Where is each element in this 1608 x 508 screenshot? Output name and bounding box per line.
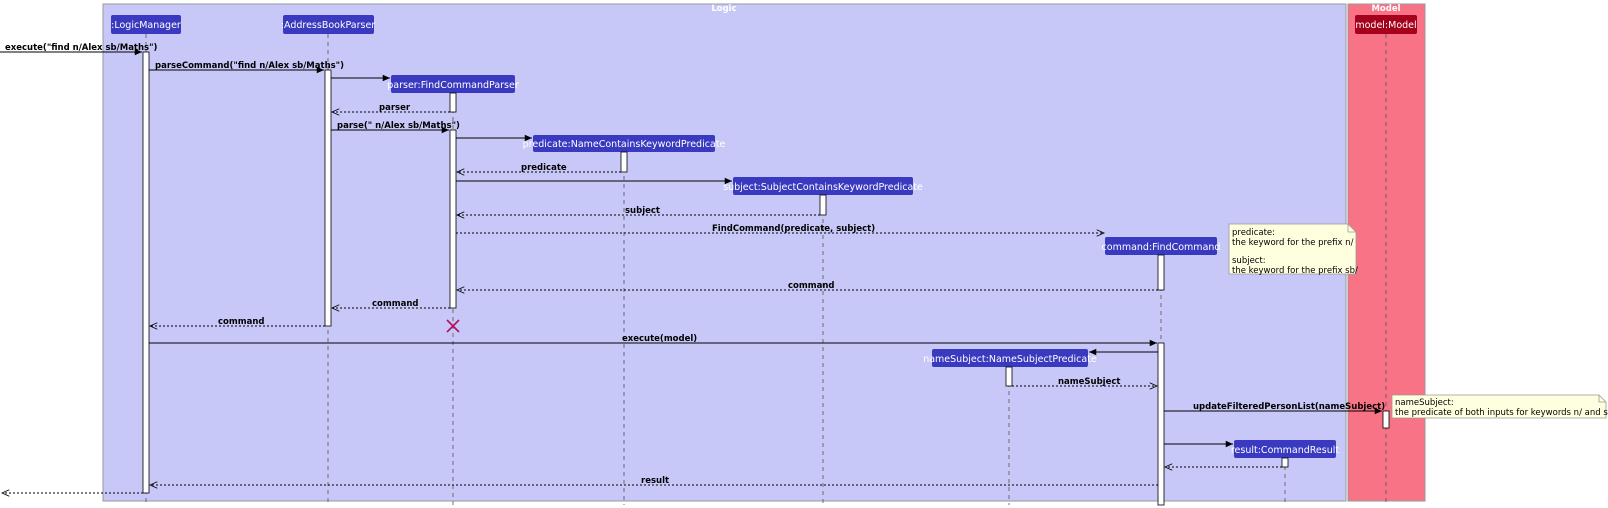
activation-logic-manager <box>142 51 150 494</box>
svg-text::LogicManager: :LogicManager <box>111 20 181 31</box>
activation-name-subject-predicate <box>1005 366 1013 387</box>
note-model: nameSubject: the predicate of both input… <box>1391 394 1608 419</box>
label-return-result: result <box>641 476 669 486</box>
svg-text:model:Model: model:Model <box>1355 20 1416 31</box>
label-execute-input: execute("find n/Alex sb/Maths") <box>5 43 158 53</box>
label-return-command-1: command <box>788 281 834 291</box>
label-update-filtered: updateFilteredPersonList(nameSubject) <box>1193 402 1385 412</box>
activation-model <box>1382 410 1390 429</box>
logic-group-label: Logic <box>711 4 736 14</box>
activation-address-book-parser <box>324 69 332 327</box>
label-parse-command: parseCommand("find n/Alex sb/Maths") <box>155 61 344 71</box>
activation-subject-predicate <box>819 194 827 216</box>
activation-name-predicate <box>620 151 628 173</box>
note-find-command-line2: the keyword for the prefix n/ <box>1232 238 1354 248</box>
label-execute-model: execute(model) <box>622 334 697 344</box>
participant-name-subject-predicate: nameSubject:NameSubjectPredicate <box>923 349 1097 367</box>
activations <box>142 51 1390 506</box>
svg-text:result:CommandResult: result:CommandResult <box>1231 445 1340 456</box>
participant-subject-predicate: subject:SubjectContainsKeywordPredicate <box>723 177 923 195</box>
label-return-command-2: command <box>372 299 418 309</box>
participant-command-result: result:CommandResult <box>1231 440 1340 458</box>
label-create-find-command: FindCommand(predicate, subject) <box>712 224 875 234</box>
svg-text:predicate:NameContainsKeywordP: predicate:NameContainsKeywordPredicate <box>523 139 726 150</box>
participant-address-book-parser: :AddressBookParser <box>281 15 376 34</box>
svg-text:command:FindCommand: command:FindCommand <box>1102 242 1221 253</box>
messages <box>0 48 1382 493</box>
label-return-predicate: predicate <box>521 163 567 173</box>
svg-text:subject:SubjectContainsKeyword: subject:SubjectContainsKeywordPredicate <box>723 182 923 193</box>
label-return-subject: subject <box>625 206 660 216</box>
participant-name-predicate: predicate:NameContainsKeywordPredicate <box>523 135 726 152</box>
destroy-marker-icon <box>446 319 460 333</box>
participant-logic-manager: :LogicManager <box>111 15 181 34</box>
activation-find-command-2 <box>1157 342 1165 506</box>
svg-text::AddressBookParser: :AddressBookParser <box>281 20 376 31</box>
activation-parser-2 <box>449 129 457 309</box>
activation-command-result <box>1281 457 1289 468</box>
label-return-name-subject: nameSubject <box>1058 377 1120 387</box>
activation-find-command-1 <box>1157 254 1165 291</box>
svg-text:parser:FindCommandParser: parser:FindCommandParser <box>387 80 519 91</box>
participant-find-command: command:FindCommand <box>1102 237 1221 255</box>
note-find-command: predicate: the keyword for the prefix n/… <box>1228 223 1358 276</box>
note-model-line1: nameSubject: <box>1395 398 1454 408</box>
label-return-parser: parser <box>379 103 411 113</box>
note-find-command-line3: subject: <box>1232 256 1266 266</box>
activation-parser-1 <box>449 92 457 113</box>
note-find-command-line4: the keyword for the prefix sb/ <box>1232 266 1358 276</box>
participant-model: model:Model <box>1355 15 1417 34</box>
participant-find-command-parser: parser:FindCommandParser <box>387 75 519 93</box>
note-find-command-line1: predicate: <box>1232 228 1275 238</box>
svg-text:nameSubject:NameSubjectPredica: nameSubject:NameSubjectPredicate <box>923 354 1097 365</box>
model-group-label: Model <box>1371 4 1400 14</box>
label-parse: parse(" n/Alex sb/Maths") <box>337 121 460 131</box>
label-return-command-3: command <box>218 317 264 327</box>
note-model-line2: the predicate of both inputs for keyword… <box>1395 408 1608 418</box>
